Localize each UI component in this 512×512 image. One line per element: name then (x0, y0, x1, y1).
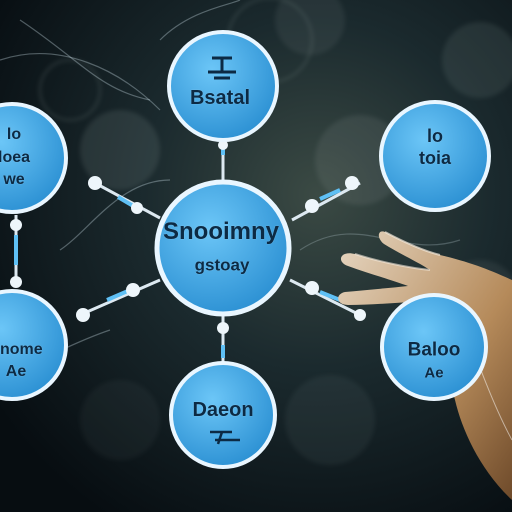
node-right-bottom-line1: Baloo (407, 339, 461, 361)
node-right-top (379, 100, 491, 212)
hub-subtitle: gstoay (194, 255, 250, 275)
node-top-glyph (208, 56, 236, 80)
node-right-bottom (380, 293, 488, 401)
node-bottom-title: Daeon (192, 399, 254, 421)
node-right-top-line1: lo (427, 126, 443, 146)
node-right-top-line2: toia (418, 148, 452, 168)
hub-node (154, 179, 292, 317)
node-left-top-line3: we (3, 171, 25, 188)
node-left-top-line1: lo (6, 126, 22, 143)
node-left-bottom-line1: Snome (0, 341, 43, 358)
node-left-top-line2: loea (0, 149, 31, 166)
node-left-bottom-line2: Ae (5, 363, 27, 380)
node-top (167, 30, 279, 142)
node-right-bottom-line2: Ae (424, 364, 444, 382)
node-left-top (0, 102, 68, 214)
connector-dots (10, 140, 366, 334)
node-bottom (169, 361, 277, 469)
node-left-bottom (0, 289, 68, 401)
node-top-title: Bsatal (189, 87, 251, 109)
hub-title: Snooimny (162, 218, 280, 245)
node-bottom-glyph (210, 430, 240, 445)
